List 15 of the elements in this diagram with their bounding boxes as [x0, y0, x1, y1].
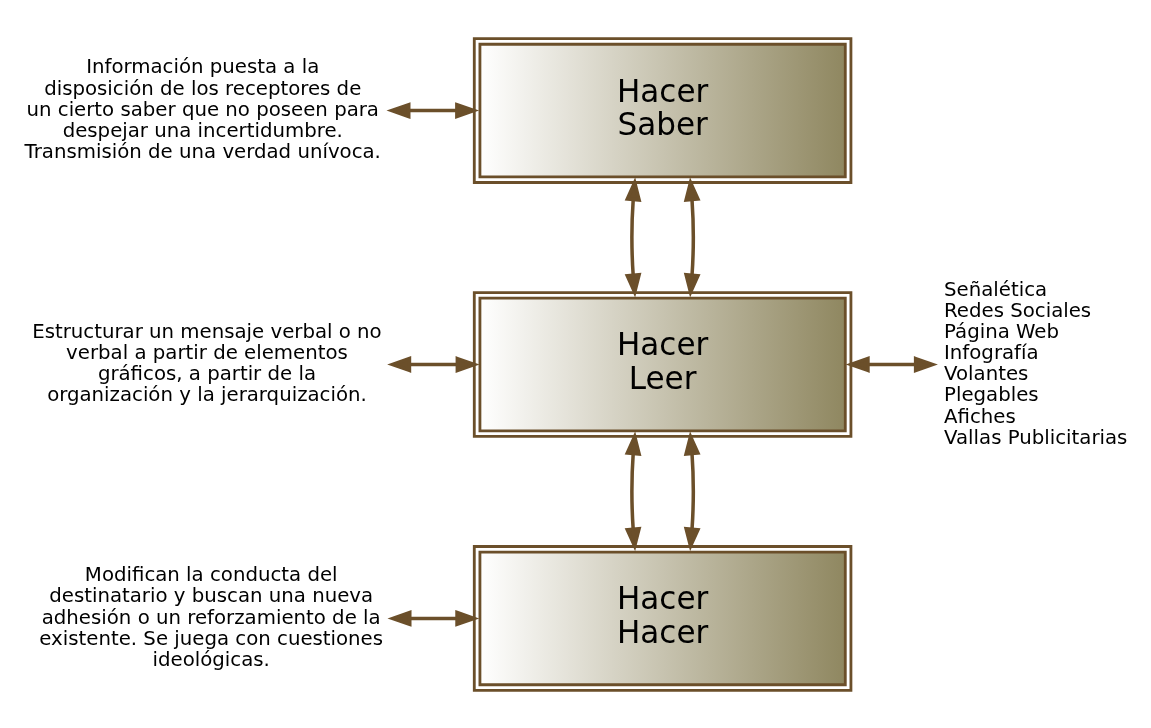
arrow	[624, 176, 642, 297]
node-box: Hacer Saber	[472, 36, 853, 184]
node-text: Información puesta a la disposición de los receptores de un cierto saber que no poseen para despejar una incertidumbre. Transmisión de una verdad unívoca.	[24, 54, 381, 163]
arrow	[387, 355, 480, 373]
node-box: Hacer Leer	[472, 290, 853, 438]
arrow	[683, 176, 701, 297]
arrow	[387, 609, 480, 627]
arrow	[386, 101, 480, 119]
node-text: Señalética Redes Sociales Página Web Infografía Volantes Plegables Afiches Vallas Publicitarias	[944, 277, 1128, 449]
arrow	[683, 430, 701, 551]
arrow	[624, 430, 642, 551]
node-text: Estructurar un mensaje verbal o no verbal a partir de elementos gráficos, a partir de la organización y la jerarquización.	[32, 319, 382, 406]
node-text: Modifican la conducta del destinatario y buscan una nueva adhesión o un reforzamiento de la existente. Se juega con cuestiones ideológicas.	[39, 562, 384, 671]
node-box: Hacer Hacer	[472, 544, 853, 692]
arrow	[845, 355, 938, 373]
